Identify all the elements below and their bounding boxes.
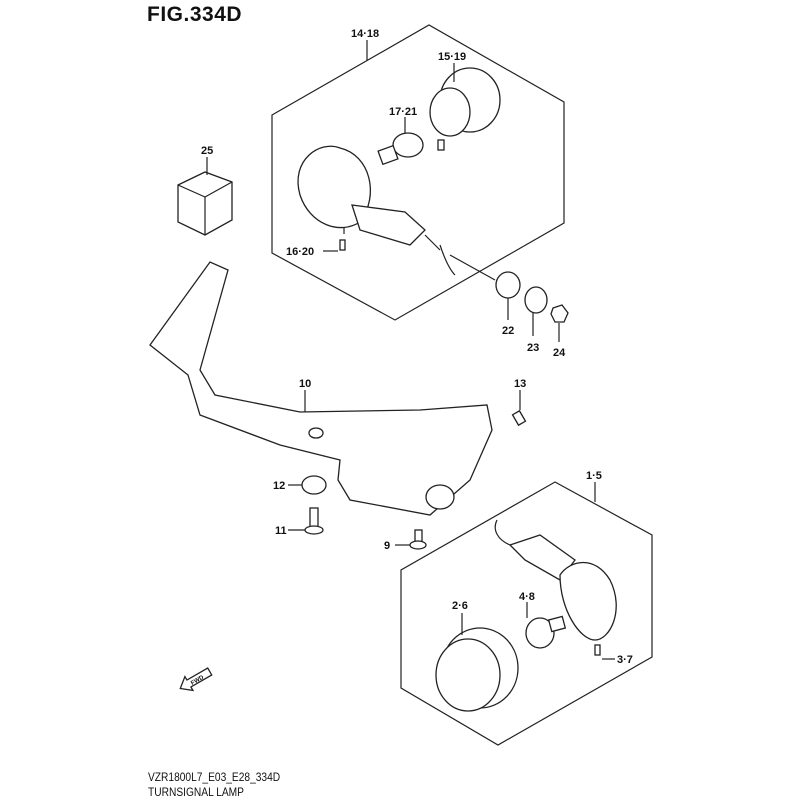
- front-lamp-housing: [494, 519, 617, 641]
- section-name: TURNSIGNAL LAMP: [148, 785, 244, 799]
- callout-10: 10: [299, 378, 311, 390]
- callout-12: 12: [273, 480, 285, 492]
- nut-24: [550, 304, 569, 323]
- callout-2-6: 2·6: [452, 600, 468, 612]
- bulb-4-8: [525, 617, 555, 649]
- turn-signal-bracket: [149, 261, 493, 516]
- washer-23: [524, 286, 548, 314]
- fwd-arrow-icon: FWD: [179, 667, 213, 692]
- callout-1-5: 1·5: [586, 470, 602, 482]
- bulb: [377, 132, 424, 166]
- callout-9: 9: [384, 540, 390, 552]
- grommet-12: [301, 475, 327, 495]
- callout-13: 13: [514, 378, 526, 390]
- washer-22: [495, 271, 521, 299]
- bolt-11: [309, 507, 319, 529]
- lamp-housing: [297, 145, 456, 276]
- callout-14-18: 14·18: [351, 28, 379, 40]
- figure-title: FIG.334D: [147, 3, 243, 26]
- callout-15-19: 15·19: [438, 51, 466, 63]
- callout-23: 23: [527, 342, 539, 354]
- callout-22: 22: [502, 325, 514, 337]
- lens-2-6: [435, 627, 519, 712]
- callout-17-21: 17·21: [389, 106, 417, 118]
- front-lamp-assembly-box: [400, 481, 653, 746]
- lamp-socket: [429, 67, 501, 151]
- screw: [339, 239, 346, 251]
- callout-3-7: 3·7: [617, 654, 633, 666]
- screw-3-7: [594, 644, 601, 656]
- relay: [177, 171, 233, 236]
- callout-4-8: 4·8: [519, 591, 535, 603]
- callout-24: 24: [553, 347, 566, 359]
- rear-lamp-assembly-box: [271, 24, 565, 321]
- model-code: VZR1800L7_E03_E28_334D: [148, 770, 281, 784]
- callout-25: 25: [201, 145, 213, 157]
- screw-13: [511, 409, 527, 427]
- callout-16-20: 16·20: [286, 246, 314, 258]
- callout-11: 11: [275, 525, 287, 537]
